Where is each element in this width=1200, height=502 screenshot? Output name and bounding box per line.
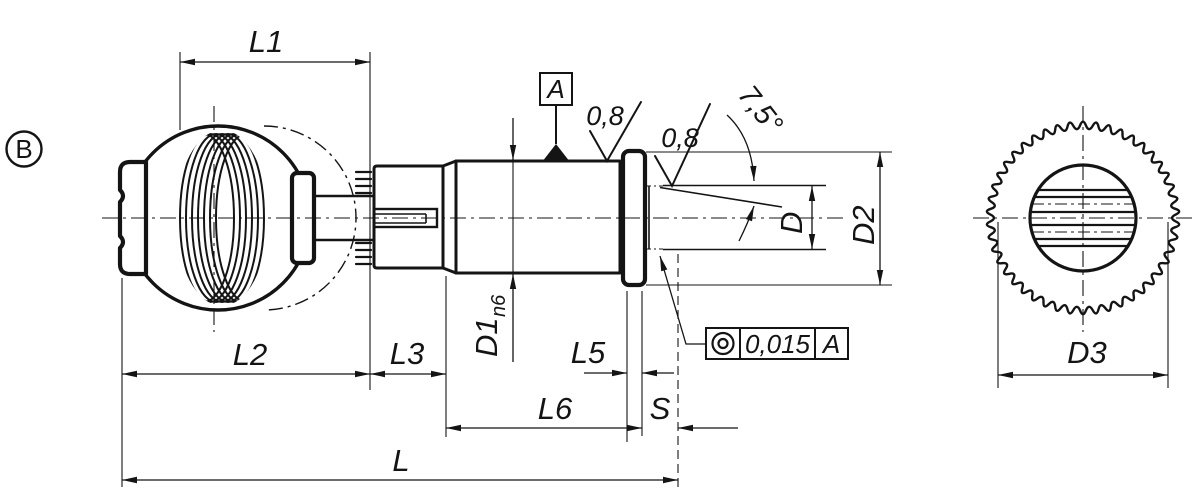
- dim-l5-label: L5: [571, 335, 606, 370]
- fcf-tolerance-value: 0,015: [745, 329, 811, 359]
- roughness-body-value: 0,8: [586, 101, 624, 131]
- datum-feature-symbol: A: [539, 72, 573, 162]
- datum-triangle-icon: [542, 144, 570, 162]
- dim-d1: D1 n6: [469, 118, 517, 362]
- view-b-label: B: [5, 130, 43, 168]
- datum-letter: A: [545, 74, 564, 104]
- dimensions: L1 L2 L3 L5 L6 S L D1 n6 D: [122, 24, 884, 484]
- roughness-pin-value: 0,8: [661, 123, 699, 153]
- surface-finish-icon-pin: 0,8: [654, 103, 711, 189]
- feature-control-frame: 0,015 A: [659, 255, 849, 360]
- dim-l6-label: L6: [538, 391, 573, 426]
- dim-d1-tolerance: n6: [488, 294, 510, 317]
- surface-finish-icon-body: 0,8: [586, 101, 642, 164]
- knurl-ring: [985, 120, 1181, 316]
- dim-d1-label: D1: [469, 317, 504, 357]
- dim-l2-label: L2: [233, 337, 267, 372]
- fcf-datum-ref: A: [821, 329, 840, 359]
- dim-s-label: S: [650, 391, 671, 426]
- plunger-body: [454, 159, 622, 275]
- dim-d-label: D: [774, 212, 809, 234]
- concentricity-icon: [711, 331, 735, 356]
- dim-d3-label: D3: [1067, 335, 1107, 370]
- spring-section: [354, 170, 373, 266]
- extension-lines: [121, 52, 679, 487]
- end-view: D3: [973, 106, 1196, 388]
- dim-l-label: L: [392, 443, 409, 478]
- dim-l1-label: L1: [249, 24, 283, 59]
- view-b-text: B: [15, 134, 32, 164]
- guide-bushing: [372, 164, 445, 270]
- dim-l3-label: L3: [390, 336, 424, 371]
- dim-d2-label: D2: [846, 205, 881, 245]
- taper-line: [659, 186, 783, 208]
